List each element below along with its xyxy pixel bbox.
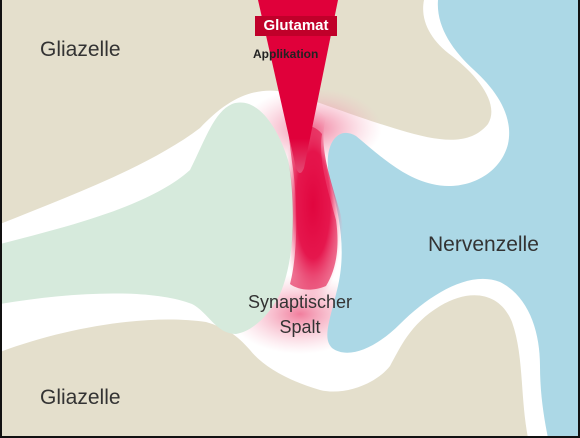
synaptic-cleft-label-line1: Synaptischer [232, 290, 368, 315]
glutamate-title: Glutamat [255, 16, 337, 36]
neuron-label: Nervenzelle [428, 233, 539, 257]
glia-label-bottom: Gliazelle [40, 386, 121, 410]
synaptic-cleft-label-line2: Spalt [232, 315, 368, 340]
glutamate-subtitle: Applikation [253, 47, 318, 61]
glia-label-top: Gliazelle [40, 38, 121, 62]
synaptic-cleft-label: Synaptischer Spalt [232, 290, 368, 340]
